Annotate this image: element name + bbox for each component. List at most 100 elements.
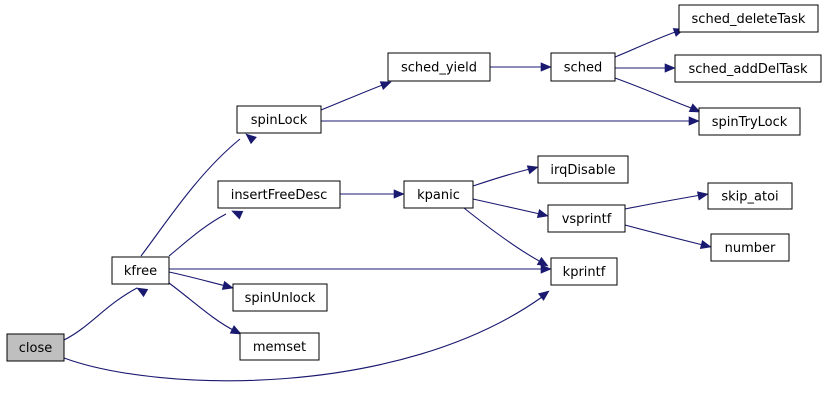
edge-line	[63, 287, 138, 341]
node-box[interactable]	[6, 333, 65, 362]
edge-kfree-to-spinUnlock	[168, 271, 234, 290]
node-label: sched_addDelTask	[688, 62, 808, 77]
node-box[interactable]	[387, 52, 491, 82]
edge-line	[472, 198, 541, 215]
graph-node-insertFreeDesc[interactable]: insertFreeDesc	[217, 180, 341, 209]
node-box[interactable]	[550, 257, 618, 286]
edge-line	[320, 83, 386, 111]
edge-close-to-kfree	[63, 287, 149, 341]
graph-node-sched[interactable]: sched	[550, 52, 616, 82]
edge-line	[168, 282, 236, 332]
graph-node-memset[interactable]: memset	[239, 332, 320, 361]
graph-node-sched_addDelTask[interactable]: sched_addDelTask	[674, 54, 822, 83]
edge-vsprintf-to-skip_atoi	[624, 191, 709, 210]
edges-layer	[63, 28, 712, 382]
node-box[interactable]	[678, 4, 819, 33]
edge-sched-to-sched_deleteTask	[614, 28, 685, 58]
node-box[interactable]	[111, 256, 170, 285]
node-label: spinUnlock	[245, 291, 316, 306]
node-label: sched	[564, 61, 602, 76]
node-box[interactable]	[710, 233, 790, 262]
node-label: number	[725, 241, 776, 256]
edge-vsprintf-to-number	[624, 224, 712, 250]
arrowhead-icon	[245, 133, 257, 145]
node-box[interactable]	[403, 180, 474, 209]
edge-line	[614, 77, 695, 110]
nodes-layer: close kfree spinLock insertFreeDesc spinUnlo…	[6, 4, 822, 362]
node-label: kprintf	[563, 265, 606, 280]
node-box[interactable]	[707, 182, 793, 210]
arrowhead-icon	[393, 189, 405, 199]
node-box[interactable]	[537, 155, 629, 184]
edge-kfree-to-insertFreeDesc	[168, 210, 244, 257]
node-label: skip_atoi	[721, 190, 778, 205]
graph-node-kfree[interactable]: kfree	[111, 256, 170, 285]
node-label: vsprintf	[562, 212, 612, 227]
node-label: spinTryLock	[712, 115, 788, 130]
graph-node-skip_atoi[interactable]: skip_atoi	[707, 182, 793, 210]
node-label: insertFreeDesc	[231, 188, 328, 203]
node-box[interactable]	[232, 283, 328, 312]
edge-sched-to-sched_addDelTask	[615, 63, 676, 73]
node-box[interactable]	[236, 105, 322, 134]
arrowhead-icon	[379, 81, 392, 91]
arrowhead-icon	[699, 239, 712, 250]
node-label: irqDisable	[550, 163, 615, 178]
edge-sched_yield-to-sched	[490, 62, 552, 72]
edge-kpanic-to-vsprintf	[472, 198, 549, 219]
arrowhead-icon	[229, 325, 242, 335]
graph-node-kpanic[interactable]: kpanic	[403, 180, 474, 209]
edge-line	[63, 296, 543, 382]
arrowhead-icon	[221, 280, 234, 290]
node-label: spinLock	[251, 113, 308, 128]
edge-line	[168, 213, 227, 257]
edge-insertFreeDesc-to-kpanic	[340, 189, 405, 199]
edge-kfree-to-memset	[168, 282, 242, 335]
edge-sched-to-spinTryLock	[614, 77, 701, 113]
edge-spinLock-to-spinTryLock	[321, 116, 700, 126]
edge-line	[614, 30, 679, 58]
edge-kpanic-to-irqDisable	[472, 165, 539, 187]
node-label: memset	[253, 340, 306, 355]
node-label: sched_yield	[401, 61, 477, 76]
graph-node-spinLock[interactable]: spinLock	[236, 105, 322, 134]
edge-line	[168, 271, 227, 287]
node-box[interactable]	[217, 180, 341, 209]
node-box[interactable]	[674, 54, 822, 83]
arrowhead-icon	[136, 287, 149, 298]
arrowhead-icon	[664, 63, 676, 73]
edge-kpanic-to-kprintf	[463, 207, 549, 267]
edge-close-to-kprintf	[63, 290, 550, 382]
arrowhead-icon	[536, 256, 549, 267]
edge-spinLock-to-sched_yield	[320, 81, 392, 111]
graph-node-spinUnlock[interactable]: spinUnlock	[232, 283, 328, 312]
graph-node-spinTryLock[interactable]: spinTryLock	[698, 107, 801, 136]
graph-node-sched_deleteTask[interactable]: sched_deleteTask	[678, 4, 819, 33]
graph-node-kprintf[interactable]: kprintf	[550, 257, 618, 286]
graph-node-irqDisable[interactable]: irqDisable	[537, 155, 629, 184]
arrowhead-icon	[536, 208, 549, 219]
arrowhead-icon	[540, 264, 552, 274]
edge-kfree-to-spinLock	[140, 133, 257, 257]
arrowhead-icon	[537, 290, 550, 301]
graph-node-sched_yield[interactable]: sched_yield	[387, 52, 491, 82]
graph-node-vsprintf[interactable]: vsprintf	[547, 204, 626, 233]
arrowhead-icon	[688, 116, 700, 126]
node-label: kpanic	[417, 188, 460, 203]
node-box[interactable]	[239, 332, 320, 361]
arrowhead-icon	[540, 62, 552, 72]
edge-kfree-to-kprintf	[169, 264, 552, 274]
edge-line	[140, 138, 241, 257]
arrowhead-icon	[526, 165, 539, 175]
node-label: sched_deleteTask	[692, 12, 806, 27]
graph-node-number[interactable]: number	[710, 233, 790, 262]
node-box[interactable]	[698, 107, 801, 136]
node-box[interactable]	[550, 52, 616, 82]
node-box[interactable]	[547, 204, 626, 233]
edge-line	[472, 168, 531, 187]
arrowhead-icon	[231, 210, 244, 220]
edge-line	[463, 207, 542, 263]
graph-node-close[interactable]: close	[6, 333, 65, 362]
node-label: close	[19, 341, 52, 356]
